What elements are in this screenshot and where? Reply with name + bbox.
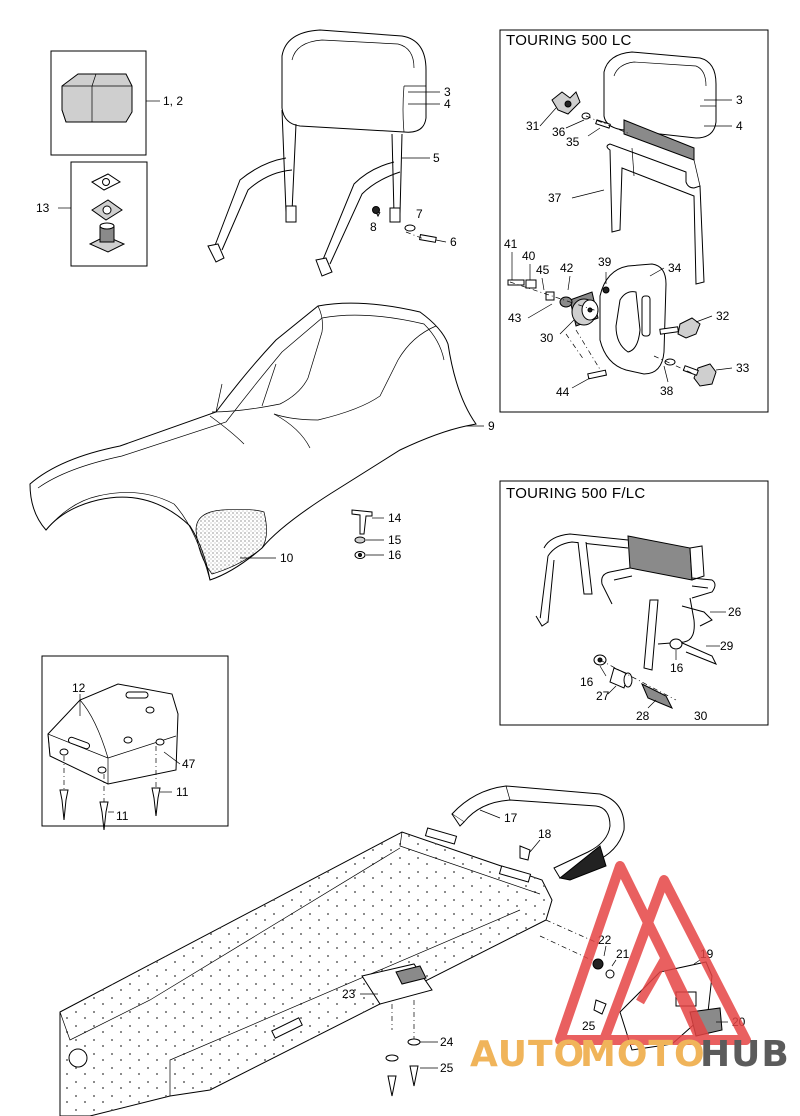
touring-500-flc-box: TOURING 500 F/LC 26 29 16 16 27 28 30 bbox=[499, 480, 769, 726]
watermark-text: AUTO MOTO HUB bbox=[470, 1034, 790, 1075]
backrest-assembly: 3 4 5 6 7 8 bbox=[207, 29, 457, 277]
callout-37: 37 bbox=[548, 191, 562, 205]
callout-27: 27 bbox=[596, 689, 610, 703]
callout-1-2: 1, 2 bbox=[163, 94, 183, 108]
callout-30b: 30 bbox=[694, 709, 708, 723]
callout-11a: 11 bbox=[176, 785, 189, 799]
callout-25b: 25 bbox=[440, 1061, 454, 1075]
vehicle-body: 23 24 25 bbox=[59, 827, 601, 1116]
callout-3a: 3 bbox=[444, 85, 451, 99]
callout-23: 23 bbox=[342, 987, 356, 1001]
callout-6: 6 bbox=[450, 235, 457, 249]
callout-25a: 25 bbox=[582, 1019, 596, 1033]
callout-4b: 4 bbox=[736, 119, 743, 133]
callout-45: 45 bbox=[536, 263, 550, 277]
callout-21: 21 bbox=[616, 947, 630, 961]
inset-mount: 13 bbox=[36, 161, 148, 267]
callout-14: 14 bbox=[388, 511, 402, 525]
callout-4a: 4 bbox=[444, 97, 451, 111]
callout-47: 47 bbox=[182, 757, 196, 771]
box-title-lc: TOURING 500 LC bbox=[506, 32, 632, 49]
callout-31: 31 bbox=[526, 119, 540, 133]
box-title-flc: TOURING 500 F/LC bbox=[506, 485, 646, 502]
callout-39: 39 bbox=[598, 255, 612, 269]
callout-16b: 16 bbox=[670, 661, 684, 675]
callout-3b: 3 bbox=[736, 93, 743, 107]
seat-assembly: 9 10 bbox=[29, 302, 495, 581]
callout-32: 32 bbox=[716, 309, 730, 323]
inset-seat-pad: 1, 2 bbox=[50, 50, 183, 156]
callout-16: 16 bbox=[388, 548, 402, 562]
callout-26: 26 bbox=[728, 605, 742, 619]
callout-24: 24 bbox=[440, 1035, 454, 1049]
watermark-auto: AUTO bbox=[470, 1034, 585, 1075]
callout-10: 10 bbox=[280, 551, 294, 565]
grab-handle: 17 18 bbox=[451, 785, 625, 881]
callout-22: 22 bbox=[598, 933, 612, 947]
watermark-moto: MOTO bbox=[580, 1034, 706, 1075]
callout-43: 43 bbox=[508, 311, 522, 325]
callout-34: 34 bbox=[668, 261, 682, 275]
watermark-hub: HUB bbox=[700, 1034, 790, 1075]
callout-13: 13 bbox=[36, 201, 50, 215]
callout-29: 29 bbox=[720, 639, 734, 653]
callout-9: 9 bbox=[488, 419, 495, 433]
callout-42: 42 bbox=[560, 261, 574, 275]
callout-5: 5 bbox=[433, 151, 440, 165]
callout-8: 8 bbox=[370, 220, 377, 234]
callout-38: 38 bbox=[660, 384, 674, 398]
callout-41: 41 bbox=[504, 237, 518, 251]
callout-12: 12 bbox=[72, 681, 86, 695]
callout-11b: 11 bbox=[116, 809, 129, 823]
touring-500-lc-box: TOURING 500 LC 3 4 37 31 36 35 34 bbox=[499, 29, 769, 413]
callout-18: 18 bbox=[538, 827, 552, 841]
callout-7: 7 bbox=[416, 207, 423, 221]
callout-40: 40 bbox=[522, 249, 536, 263]
inset-carrier: 12 47 11 11 bbox=[41, 655, 229, 831]
watermark-logo bbox=[555, 861, 751, 1045]
fastener-group-14-16: 14 15 16 bbox=[351, 509, 402, 562]
callout-44: 44 bbox=[556, 385, 570, 399]
callout-30a: 30 bbox=[540, 331, 554, 345]
callout-36: 36 bbox=[552, 125, 566, 139]
callout-15: 15 bbox=[388, 533, 402, 547]
callout-17: 17 bbox=[504, 811, 518, 825]
callout-35: 35 bbox=[566, 135, 580, 149]
callout-33: 33 bbox=[736, 361, 750, 375]
callout-16c: 16 bbox=[580, 675, 594, 689]
callout-28: 28 bbox=[636, 709, 650, 723]
